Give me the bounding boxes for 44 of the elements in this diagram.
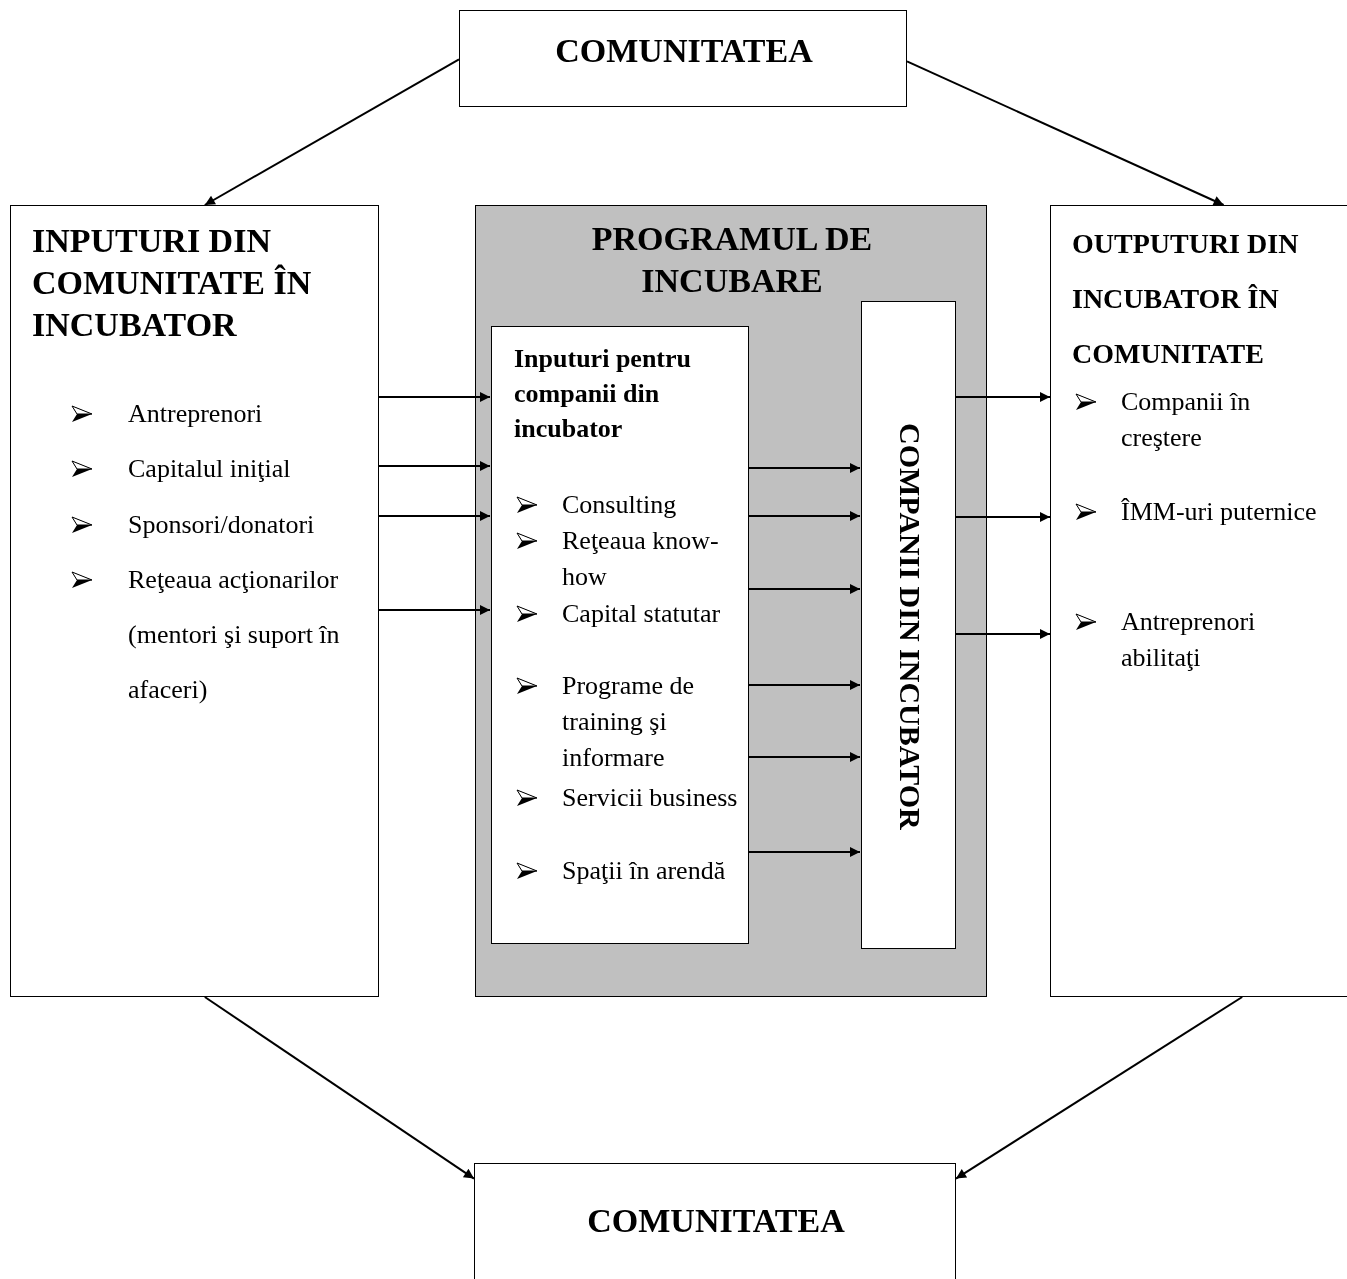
company-column-box [861, 301, 956, 949]
content-box [10, 205, 379, 997]
list-item-text: Consulting [562, 489, 678, 521]
arrow [378, 605, 491, 615]
list-item-text: Capitalul iniţial [128, 453, 292, 485]
arrow [203, 996, 475, 1180]
content-box [491, 326, 749, 944]
box-heading: OUTPUTURI DIN INCUBATOR ÎN COMUNITATE [1072, 227, 1300, 371]
list-item-text: ÎMM-uri puternice [1121, 496, 1318, 528]
arrow [955, 996, 1244, 1180]
list-item-text: Companii în creştere [1121, 386, 1252, 454]
arrow [747, 847, 861, 857]
arrow [747, 584, 861, 594]
list-item-text: Reţeaua know-how [562, 525, 720, 593]
arrow [747, 680, 861, 690]
content-box [459, 10, 907, 107]
arrow [747, 463, 861, 473]
arrow [954, 512, 1051, 522]
arrow [378, 511, 491, 521]
box-heading: COMUNITATEA [586, 1201, 846, 1241]
content-box [474, 1163, 956, 1279]
vertical-heading: COMPANII DIN INCUBATOR [892, 421, 927, 832]
list-item-text: Antreprenori abilitaţi [1121, 606, 1257, 674]
box-heading: Inputuri pentru companii din incubator [514, 343, 692, 445]
list-item-text: Servicii business [562, 782, 739, 814]
list-item-text: Reţeaua acţionarilor (mentori şi suport în afaceri) [128, 564, 341, 706]
program-panel [475, 205, 987, 997]
arrow [954, 629, 1051, 639]
arrow [906, 60, 1225, 206]
box-heading: INPUTURI DIN COMUNITATE ÎN INCUBATOR [32, 221, 313, 345]
arrow [954, 392, 1051, 402]
content-box [1050, 205, 1347, 997]
list-item-text: Sponsori/donatori [128, 509, 316, 541]
arrow [378, 392, 491, 402]
arrow [747, 752, 861, 762]
arrow [747, 511, 861, 521]
arrow [378, 461, 491, 471]
box-heading: COMUNITATEA [554, 31, 814, 71]
list-item-text: Capital statutar [562, 598, 722, 630]
arrow [203, 58, 460, 206]
box-heading: PROGRAMUL DE INCUBARE [590, 219, 874, 301]
list-item-text: Spaţii în arendă [562, 855, 727, 887]
list-item-text: Programe de training şi informare [562, 670, 696, 774]
list-item-text: Antreprenori [128, 398, 264, 430]
